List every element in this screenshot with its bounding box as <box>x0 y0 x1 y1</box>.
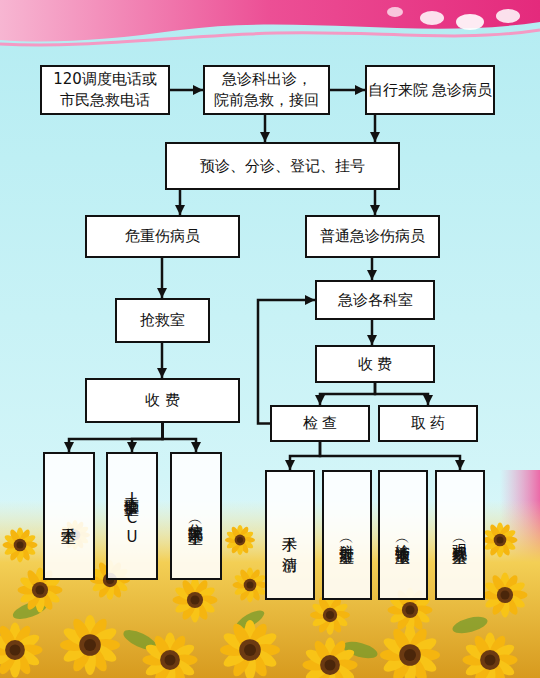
node-text: 手术 清创 <box>281 524 299 547</box>
node-text: 观察（观察室） <box>451 532 469 539</box>
node-text: 注射（注射室） <box>338 532 356 539</box>
node-text: 输液（输液室） <box>394 532 412 539</box>
node-text: 急诊各科室 <box>338 290 413 311</box>
process-box: 普通急诊伤病员 <box>305 215 440 258</box>
flow-arrow <box>170 89 203 92</box>
node-text: 预诊、分诊、登记、挂号 <box>200 156 365 177</box>
process-box: 收 费 <box>85 378 240 423</box>
flow-arrow <box>264 115 267 142</box>
process-box: 自行来院 急诊病员 <box>365 65 495 115</box>
flow-arrow <box>371 258 374 280</box>
process-box: 抢救室 <box>115 298 210 343</box>
flow-arrow <box>330 89 365 92</box>
flow-arrow <box>161 258 164 298</box>
node-text: 急诊科出诊， 院前急救，接回 <box>205 69 328 111</box>
node-text: 手术室 <box>60 515 78 518</box>
header-bubbles <box>387 7 520 30</box>
node-text: 取 药 <box>411 413 446 434</box>
node-text: 收 费 <box>358 354 393 375</box>
process-box: 收 费 <box>315 345 435 383</box>
node-text: 120调度电话或 市民急救电话 <box>42 69 168 111</box>
flow-arrow <box>320 442 460 470</box>
process-box: 急诊科出诊， 院前急救，接回 <box>203 65 330 115</box>
vertical-box: 住院部（手术室） <box>170 452 222 580</box>
process-box: 取 药 <box>378 405 478 442</box>
flow-arrow <box>69 423 163 452</box>
node-text: 检 查 <box>303 413 338 434</box>
vertical-box: 观察（观察室） <box>435 470 485 600</box>
process-box: 危重伤病员 <box>85 215 240 258</box>
node-text: 自行来院 急诊病员 <box>368 80 493 101</box>
node-text: 住院部（手术室） <box>187 512 205 520</box>
flow-arrow <box>132 423 163 452</box>
flow-arrow <box>374 190 377 215</box>
process-box: 预诊、分诊、登记、挂号 <box>165 142 400 190</box>
process-box: 检 查 <box>270 405 370 442</box>
flow-arrow <box>258 300 315 424</box>
vertical-box: 输液（输液室） <box>378 470 428 600</box>
vertical-box: 手术室 <box>43 452 95 580</box>
node-text: 危重伤病员 <box>125 226 200 247</box>
header-stripe <box>0 30 540 45</box>
flow-arrow <box>163 423 197 452</box>
node-text: 收 费 <box>145 390 180 411</box>
flow-arrow <box>371 320 374 345</box>
node-text: 重症监护室ICU <box>123 485 141 547</box>
flow-arrow <box>179 190 182 215</box>
flow-arrow <box>375 383 428 405</box>
process-box: 急诊各科室 <box>315 280 435 320</box>
flow-arrow <box>161 343 164 378</box>
vertical-box: 重症监护室ICU <box>106 452 158 580</box>
vertical-box: 注射（注射室） <box>322 470 372 600</box>
flow-arrow <box>290 442 320 470</box>
flow-arrow <box>320 383 375 405</box>
node-text: 抢救室 <box>140 310 185 331</box>
node-text: 普通急诊伤病员 <box>320 226 425 247</box>
vertical-box: 手术 清创 <box>265 470 315 600</box>
flow-arrow <box>374 115 377 142</box>
process-box: 120调度电话或 市民急救电话 <box>40 65 170 115</box>
